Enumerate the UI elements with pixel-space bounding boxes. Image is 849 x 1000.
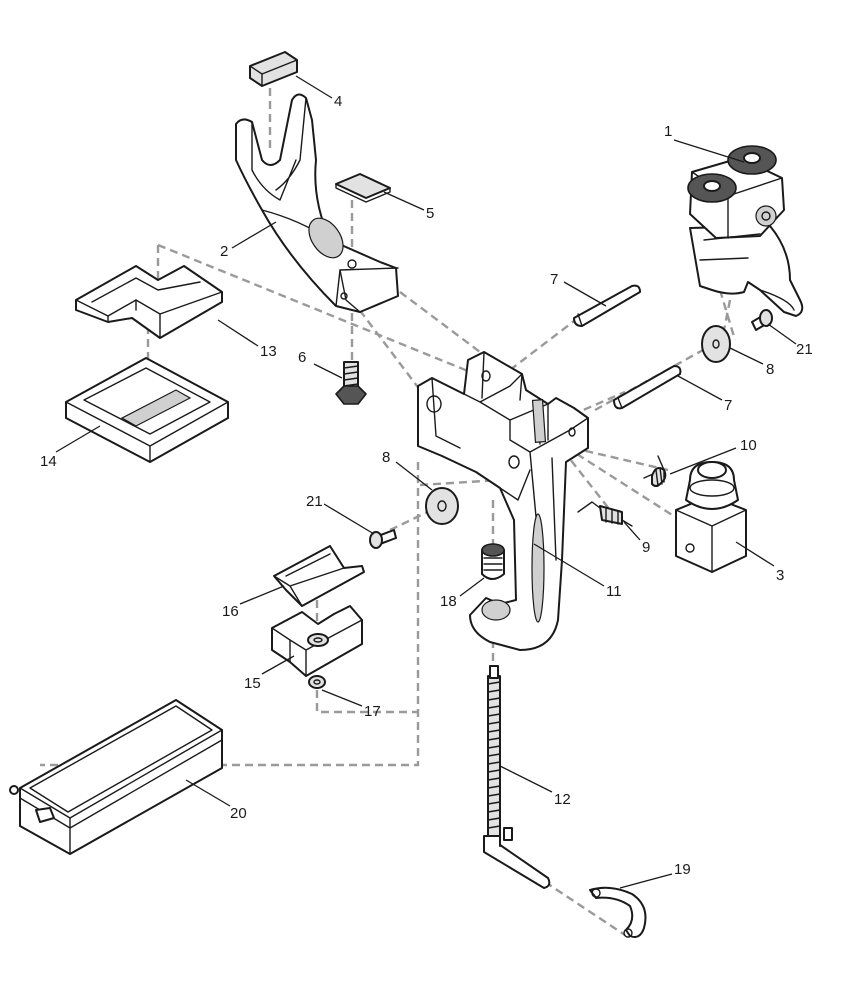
part-8-washer-right bbox=[701, 325, 731, 363]
callout-21-right: 21 bbox=[796, 341, 813, 358]
callout-7-lower: 7 bbox=[724, 397, 732, 414]
callout-19: 19 bbox=[674, 861, 691, 878]
callout-15: 15 bbox=[244, 675, 261, 692]
callout-14: 14 bbox=[40, 453, 57, 470]
callout-17: 17 bbox=[364, 703, 381, 720]
callout-1: 1 bbox=[664, 123, 672, 140]
part-20-storage-case bbox=[9, 699, 223, 855]
callout-11: 11 bbox=[606, 583, 622, 600]
callout-16: 16 bbox=[222, 603, 239, 620]
part-11-frame-body bbox=[417, 351, 589, 651]
part-7-pin-lower bbox=[613, 365, 682, 410]
callout-4: 4 bbox=[334, 93, 342, 110]
callout-7-upper: 7 bbox=[550, 271, 558, 288]
callout-18: 18 bbox=[440, 593, 457, 610]
callout-13: 13 bbox=[260, 343, 277, 360]
part-17-retaining-ring bbox=[308, 675, 326, 689]
part-19-spring-clip bbox=[589, 886, 647, 938]
part-4-rubber-cap bbox=[249, 51, 298, 87]
part-15-swivel-jaw-lower bbox=[271, 605, 363, 677]
part-18-threaded-insert bbox=[481, 543, 505, 580]
callout-leaders bbox=[55, 75, 797, 889]
part-8-washer-left bbox=[425, 487, 459, 525]
part-7-pin-upper bbox=[573, 284, 641, 327]
part-9-torsion-spring bbox=[577, 501, 633, 527]
part-1-double-knob-clamp-head bbox=[687, 145, 804, 317]
part-16-swivel-jaw-upper bbox=[273, 545, 365, 607]
callout-2: 2 bbox=[220, 243, 228, 260]
callout-8-left: 8 bbox=[382, 449, 390, 466]
callout-8-right: 8 bbox=[766, 361, 774, 378]
callout-5: 5 bbox=[426, 205, 434, 222]
callout-12: 12 bbox=[554, 791, 571, 808]
part-13-top-jaw-pad bbox=[75, 265, 223, 339]
part-6-hex-bolt bbox=[335, 361, 367, 405]
callout-6: 6 bbox=[298, 349, 306, 366]
part-12-threaded-screw-handle bbox=[483, 665, 551, 889]
callout-21-left: 21 bbox=[306, 493, 323, 510]
part-21-screw-right bbox=[751, 309, 773, 331]
part-5-rubber-pad bbox=[335, 173, 391, 203]
callout-20: 20 bbox=[230, 805, 247, 822]
part-2-curved-arm-bracket bbox=[235, 93, 399, 313]
callout-9: 9 bbox=[642, 539, 650, 556]
part-3-mount-block bbox=[675, 461, 747, 573]
part-14-bottom-jaw-pad bbox=[65, 357, 229, 463]
callout-3: 3 bbox=[776, 567, 784, 584]
callout-numbers: 1 2 3 4 5 6 7 7 8 8 9 10 11 12 13 14 15 … bbox=[40, 93, 813, 878]
callout-10: 10 bbox=[740, 437, 757, 454]
part-10-torsion-spring bbox=[643, 455, 667, 487]
part-21-screw-left bbox=[369, 529, 397, 549]
